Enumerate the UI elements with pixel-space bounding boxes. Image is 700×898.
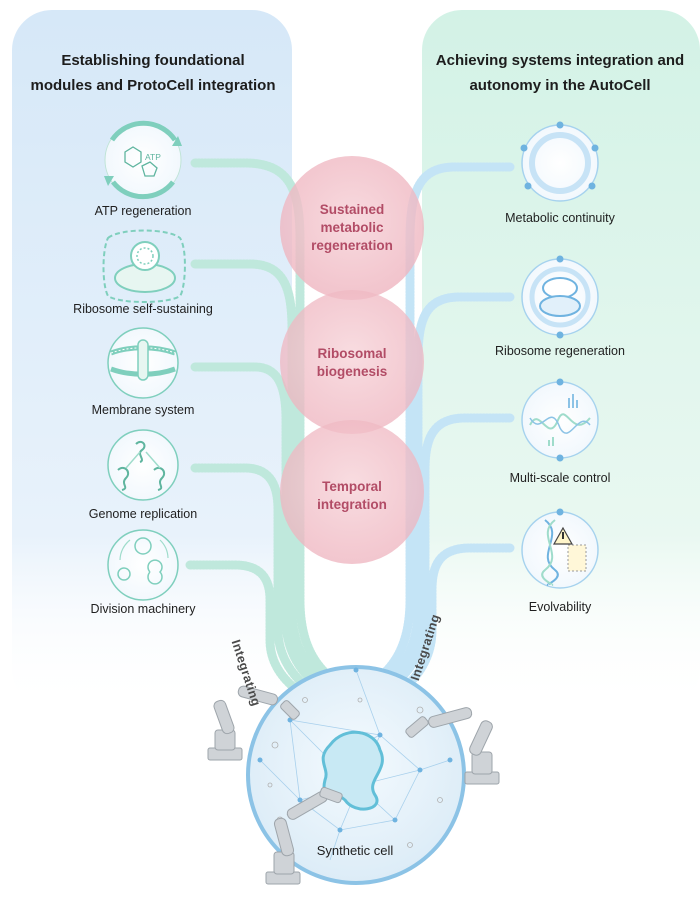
membrane-icon — [107, 327, 179, 399]
metabolic-cycle-icon — [520, 121, 599, 202]
module-label-metabolic: Metabolic continuity — [505, 211, 615, 225]
ribosome-regeneration-icon — [521, 255, 599, 339]
module-label-multiscale: Multi-scale control — [509, 471, 611, 485]
atp-regeneration-icon — [104, 120, 182, 200]
goal-metabolic-line1: Sustained — [319, 202, 385, 217]
genome-replication-icon — [107, 429, 179, 501]
synthetic-cell — [246, 665, 466, 885]
left-panel-title: Establishing foundational modules and Pr… — [22, 48, 284, 98]
module-label-ribosome-regen: Ribosome regeneration — [495, 344, 625, 358]
left-title-line1: Establishing foundational — [61, 52, 245, 69]
robot-arm-left — [207, 685, 300, 761]
module-label-ribosome: Ribosome self-sustaining — [73, 302, 213, 316]
atp-text: ATP — [145, 152, 161, 162]
synthetic-cell-label: Synthetic cell — [316, 843, 394, 858]
goal-circle-metabolic — [280, 156, 424, 300]
module-label-division: Division machinery — [90, 602, 196, 616]
module-label-atp: ATP regeneration — [94, 204, 192, 218]
dna-warning-icon — [521, 508, 599, 589]
robot-arm-bottom — [265, 786, 343, 885]
right-title-line2: autonomy in the AutoCell — [469, 77, 651, 94]
goal-metabolic-line2: metabolic — [320, 220, 384, 235]
robot-arm-right — [405, 707, 500, 785]
goal-temporal-line2: integration — [317, 497, 387, 512]
goal-circles — [280, 156, 424, 564]
division-icon — [107, 529, 179, 601]
module-label-membrane: Membrane system — [91, 403, 195, 417]
goal-label-ribosomal: Ribosomal biogenesis — [287, 345, 417, 381]
goal-metabolic-line3: regeneration — [311, 238, 393, 253]
ribosome-icon — [102, 229, 186, 303]
module-label-genome: Genome replication — [88, 507, 198, 521]
signal-waves-icon — [521, 378, 599, 462]
right-panel — [422, 10, 700, 710]
goal-circle-temporal — [280, 420, 424, 564]
right-title-line1: Achieving systems integration and — [435, 52, 685, 69]
genome-tangle — [321, 730, 384, 811]
goal-label-metabolic: Sustained metabolic regeneration — [287, 201, 417, 255]
goal-ribosomal-line1: Ribosomal — [317, 346, 387, 361]
right-panel-title: Achieving systems integration and autono… — [420, 48, 700, 98]
module-label-evolvability: Evolvability — [528, 600, 592, 614]
goal-temporal-line1: Temporal — [322, 479, 382, 494]
goal-label-temporal: Temporal integration — [287, 478, 417, 514]
left-title-line2: modules and ProtoCell integration — [30, 77, 276, 94]
goal-ribosomal-line2: biogenesis — [316, 364, 388, 379]
goal-circle-ribosomal — [280, 290, 424, 434]
